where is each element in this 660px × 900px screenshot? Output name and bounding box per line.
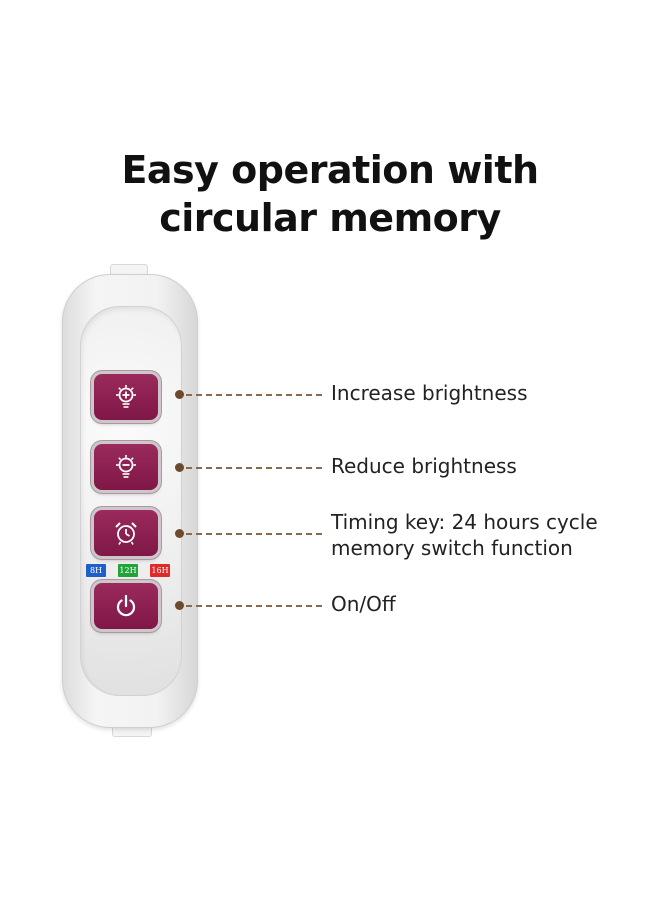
label-timing-line-2: memory switch function xyxy=(331,536,573,560)
title-line-2: circular memory xyxy=(159,196,501,240)
label-increase-brightness: Increase brightness xyxy=(331,381,528,405)
page-title: Easy operation with circular memory xyxy=(0,146,660,242)
callout-dot-reduce xyxy=(175,463,184,472)
label-timing-key: Timing key: 24 hours cycle memory switch… xyxy=(331,509,598,561)
callout-dot-increase xyxy=(175,390,184,399)
label-reduce-brightness: Reduce brightness xyxy=(331,454,517,478)
alarm-clock-icon xyxy=(115,522,137,545)
callout-line-reduce xyxy=(186,467,322,469)
power-icon xyxy=(116,594,136,617)
timing-button[interactable] xyxy=(94,510,158,556)
reduce-brightness-button[interactable] xyxy=(94,444,158,490)
label-on-off: On/Off xyxy=(331,592,396,616)
callout-line-timing xyxy=(186,533,322,535)
timer-badge-8h: 8H xyxy=(86,564,106,577)
brightness-down-icon xyxy=(116,455,136,478)
callout-line-increase xyxy=(186,394,322,396)
power-button[interactable] xyxy=(94,583,158,629)
callout-line-power xyxy=(186,605,322,607)
callout-dot-timing xyxy=(175,529,184,538)
remote-panel xyxy=(80,306,182,696)
label-timing-line-1: Timing key: 24 hours cycle xyxy=(331,510,598,534)
brightness-up-icon xyxy=(116,385,136,408)
title-line-1: Easy operation with xyxy=(121,148,539,192)
timer-badge-12h: 12H xyxy=(118,564,138,577)
increase-brightness-button[interactable] xyxy=(94,374,158,420)
timer-badge-16h: 16H xyxy=(150,564,170,577)
callout-dot-power xyxy=(175,601,184,610)
